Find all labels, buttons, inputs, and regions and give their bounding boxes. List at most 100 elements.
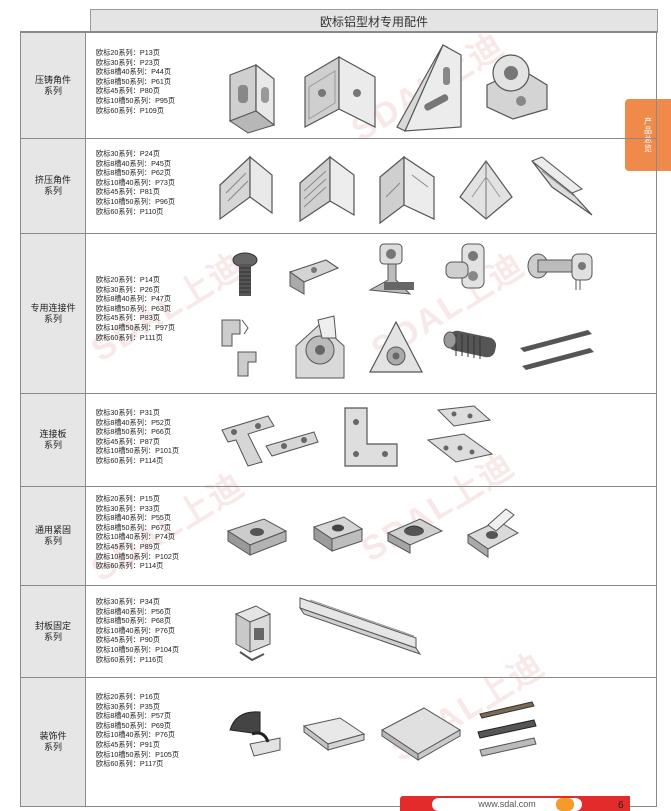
series-item: 欧标45系列：P83页	[96, 313, 160, 323]
category-content: 欧标30系列：P31页 欧标8槽40系列：P52页 欧标8槽50系列：P66页 …	[86, 394, 657, 486]
strip-connector-icon	[520, 330, 594, 370]
series-list: 欧标30系列：P24页 欧标8槽40系列：P45页 欧标8槽50系列：P62页 …	[96, 149, 175, 216]
tee-connector-icon	[445, 243, 485, 289]
die-cast-bracket-icon	[304, 55, 376, 128]
round-die-cast-bracket-icon	[486, 54, 548, 120]
category-cell: 压铸角件 系列	[20, 33, 86, 138]
series-item: 欧标60系列：P109页	[96, 105, 164, 115]
footer-url[interactable]: www.sdal.com	[432, 798, 582, 811]
series-list: 欧标30系列：P31页 欧标8槽40系列：P52页 欧标8槽50系列：P66页 …	[96, 408, 179, 466]
series-item: 欧标8槽40系列：P44页	[96, 67, 172, 77]
l-plate-icon	[344, 407, 398, 467]
category-content: 欧标20系列：P13页 欧标30系列：P23页 欧标8槽40系列：P44页 欧标…	[86, 33, 657, 138]
spring-nut-icon	[386, 518, 444, 554]
series-list: 欧标30系列：P34页 欧标8槽40系列：P56页 欧标8槽50系列：P68页 …	[96, 597, 179, 664]
series-item: 欧标8槽50系列：P62页	[96, 168, 172, 178]
bolt-icon	[232, 252, 258, 296]
series-item: 欧标10槽50系列：P105页	[96, 749, 180, 759]
series-item: 欧标45系列：P90页	[96, 635, 160, 645]
series-item: 欧标10槽40系列：P73页	[96, 177, 176, 187]
category-name: 装饰件 系列	[39, 731, 67, 752]
series-list: 欧标20系列：P13页 欧标30系列：P23页 欧标8槽40系列：P44页 欧标…	[96, 48, 175, 115]
series-item: 欧标60系列：P116页	[96, 654, 164, 664]
catalog-row: 通用紧固 系列 欧标20系列：P15页 欧标30系列：P33页 欧标8槽40系列…	[20, 487, 657, 586]
large-die-cast-bracket-icon	[396, 44, 462, 132]
cover-plate-small-icon	[302, 717, 366, 751]
square-plate-icon	[426, 405, 494, 463]
series-item: 欧标10槽40系列：P76页	[96, 730, 176, 740]
series-item: 欧标10槽50系列：P97页	[96, 322, 176, 332]
series-item: 欧标8槽40系列：P45页	[96, 158, 172, 168]
corner-cube-icon	[369, 320, 423, 373]
category-name: 专用连接件 系列	[30, 302, 76, 324]
extruded-bracket-wide-icon	[299, 155, 355, 223]
category-content: 欧标30系列：P34页 欧标8槽40系列：P56页 欧标8槽50系列：P68页 …	[86, 586, 657, 677]
product-images	[206, 586, 656, 677]
category-content: 欧标20系列：P14页 欧标30系列：P26页 欧标8槽40系列：P47页 欧标…	[86, 234, 657, 393]
series-list: 欧标20系列：P16页 欧标30系列：P35页 欧标8槽40系列：P57页 欧标…	[96, 692, 179, 769]
product-images	[206, 234, 656, 393]
series-item: 欧标60系列：P114页	[96, 455, 164, 465]
series-item: 欧标45系列：P80页	[96, 86, 160, 96]
section-tab[interactable]: 产品总览	[625, 99, 671, 171]
product-images	[206, 678, 656, 806]
series-item: 欧标8槽40系列：P55页	[96, 513, 172, 523]
catalog-row: 挤压角件 系列 欧标30系列：P24页 欧标8槽40系列：P45页 欧标8槽50…	[20, 139, 657, 234]
series-list: 欧标20系列：P14页 欧标30系列：P26页 欧标8槽40系列：P47页 欧标…	[96, 275, 175, 342]
series-item: 欧标60系列：P114页	[96, 561, 164, 571]
accessory-catalog: 压铸角件 系列 欧标20系列：P13页 欧标30系列：P23页 欧标8槽40系列…	[20, 32, 657, 807]
series-item: 欧标8槽40系列：P56页	[96, 606, 172, 616]
series-item: 欧标30系列：P24页	[96, 149, 160, 158]
series-item: 欧标20系列：P14页	[96, 275, 160, 284]
category-cell: 挤压角件 系列	[20, 139, 86, 233]
series-item: 欧标8槽40系列：P52页	[96, 417, 172, 427]
catalog-row: 专用连接件 系列 欧标20系列：P14页 欧标30系列：P26页 欧标8槽40系…	[20, 234, 657, 394]
category-cell: 封板固定 系列	[20, 586, 86, 677]
catalog-row: 装饰件 系列 欧标20系列：P16页 欧标30系列：P35页 欧标8槽40系列：…	[20, 678, 657, 807]
series-item: 欧标60系列：P111页	[96, 332, 163, 342]
catalog-row: 封板固定 系列 欧标30系列：P34页 欧标8槽40系列：P56页 欧标8槽50…	[20, 586, 657, 678]
series-item: 欧标45系列：P91页	[96, 739, 160, 749]
series-item: 欧标20系列：P16页	[96, 692, 160, 701]
series-list: 欧标20系列：P15页 欧标30系列：P33页 欧标8槽40系列：P55页 欧标…	[96, 494, 179, 571]
catalog-row: 压铸角件 系列 欧标20系列：P13页 欧标30系列：P23页 欧标8槽40系列…	[20, 33, 657, 139]
series-item: 欧标30系列：P26页	[96, 284, 160, 294]
series-item: 欧标8槽40系列：P57页	[96, 711, 172, 721]
category-name: 连接板 系列	[39, 429, 67, 450]
series-item: 欧标8槽50系列：P68页	[96, 616, 172, 626]
product-images	[206, 487, 656, 585]
series-item: 欧标8槽50系列：P61页	[96, 76, 172, 86]
small-die-cast-bracket-icon	[228, 63, 276, 134]
extruded-bracket-flat-icon	[531, 156, 593, 216]
extruded-bracket-tall-icon	[379, 155, 435, 225]
hammer-nut-icon	[312, 516, 364, 552]
cover-plate-large-icon	[381, 707, 461, 761]
series-item: 欧标10槽40系列：P74页	[96, 532, 176, 542]
table-top-rule	[20, 31, 657, 32]
footer-badge-icon	[556, 798, 574, 811]
series-item: 欧标30系列：P31页	[96, 408, 160, 417]
series-item: 欧标30系列：P33页	[96, 503, 160, 513]
series-item: 欧标20系列：P13页	[96, 48, 160, 57]
series-item: 欧标10槽50系列：P104页	[96, 644, 180, 654]
series-item: 欧标30系列：P34页	[96, 597, 160, 606]
end-cap-icon	[229, 711, 281, 757]
t-plate-icon	[221, 415, 319, 467]
product-images	[206, 33, 656, 138]
category-name: 压铸角件 系列	[34, 74, 71, 96]
catalog-row: 连接板 系列 欧标30系列：P31页 欧标8槽40系列：P52页 欧标8槽50系…	[20, 394, 657, 487]
threaded-tube-icon	[443, 330, 497, 359]
series-item: 欧标10槽50系列：P102页	[96, 551, 180, 561]
category-cell: 通用紧固 系列	[20, 487, 86, 585]
page-number: 6	[618, 800, 624, 811]
series-item: 欧标10槽40系列：P76页	[96, 625, 176, 635]
t-nut-icon	[226, 518, 288, 556]
sliding-nut-icon	[467, 508, 520, 558]
category-cell: 装饰件 系列	[20, 678, 86, 806]
series-item: 欧标8槽40系列：P47页	[96, 294, 172, 304]
category-name: 封板固定 系列	[34, 620, 71, 642]
series-item: 欧标8槽50系列：P69页	[96, 720, 172, 730]
panel-channel-icon	[298, 597, 422, 655]
series-item: 欧标45系列：P89页	[96, 541, 160, 551]
series-item: 欧标8槽50系列：P66页	[96, 427, 172, 437]
